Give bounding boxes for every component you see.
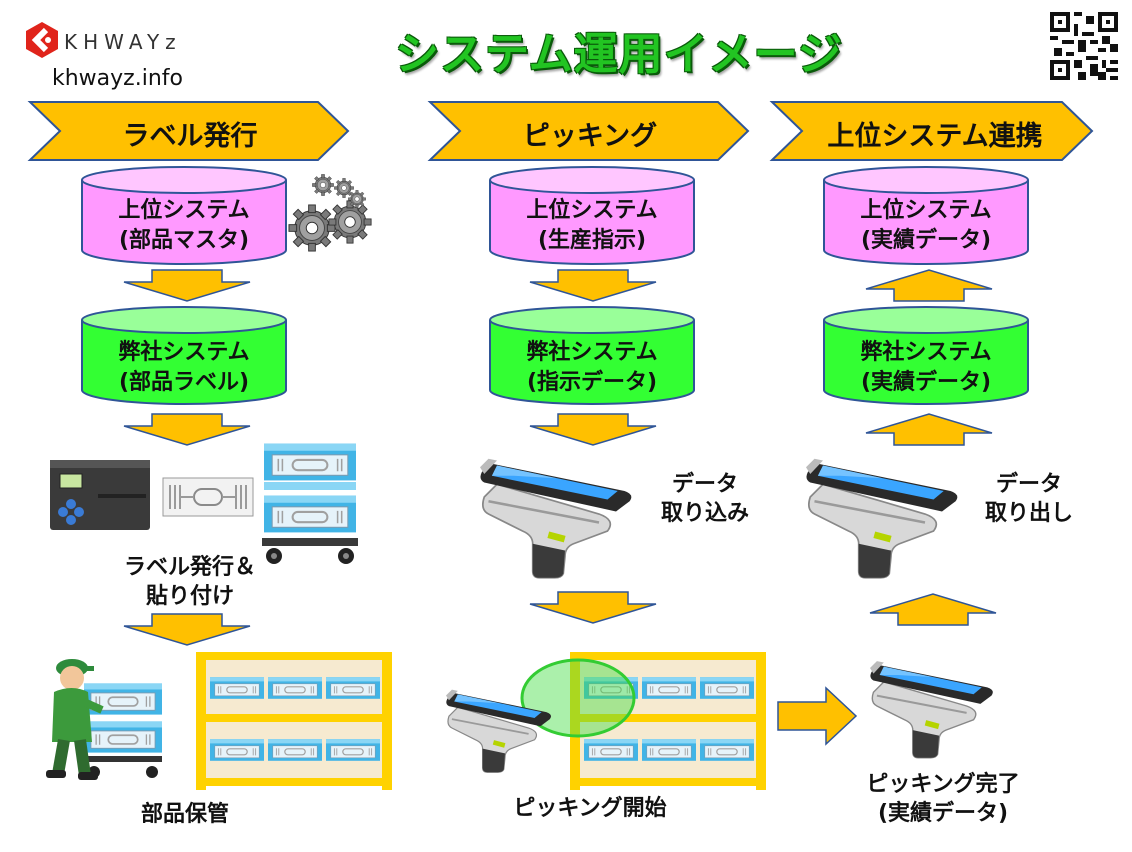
handheld-scanner-icon[interactable] bbox=[480, 444, 650, 590]
logo-icon bbox=[26, 22, 58, 58]
chevron-picking bbox=[427, 101, 750, 161]
storage-shelf-icon bbox=[570, 652, 766, 790]
label-printer-icon bbox=[50, 460, 150, 530]
caption-import: 取り込み bbox=[660, 501, 749, 526]
page-title: システム運用イメージ bbox=[395, 29, 843, 80]
db-title: 弊社システム bbox=[860, 340, 992, 365]
chevron-host-integration bbox=[769, 101, 1094, 161]
upper-system-db bbox=[489, 166, 695, 265]
qr-code-icon bbox=[1050, 12, 1118, 84]
right-arrow-icon bbox=[777, 686, 858, 746]
db-subtitle: (指示データ) bbox=[526, 370, 658, 395]
our-system-db bbox=[823, 306, 1029, 405]
handheld-scanner-icon[interactable] bbox=[806, 444, 976, 590]
caption-results-data: (実績データ) bbox=[877, 801, 1009, 826]
down-arrow-icon bbox=[529, 413, 657, 446]
caption-data: データ bbox=[995, 472, 1062, 497]
caption-picking-start: ピッキング開始 bbox=[513, 796, 667, 821]
down-arrow-icon bbox=[123, 269, 251, 302]
db-subtitle: (実績データ) bbox=[860, 228, 992, 253]
rfid-tag-icon bbox=[162, 477, 254, 517]
db-subtitle: (部品ラベル) bbox=[118, 370, 250, 395]
caption-picking-complete: ピッキング完了 bbox=[866, 772, 1020, 797]
db-title: 弊社システム bbox=[118, 340, 250, 365]
up-arrow-icon bbox=[869, 593, 997, 626]
worker-icon bbox=[46, 659, 162, 780]
caption-attach: 貼り付け bbox=[145, 584, 234, 609]
db-subtitle: (生産指示) bbox=[537, 228, 647, 253]
parts-cart-icon bbox=[262, 442, 358, 564]
down-arrow-icon bbox=[529, 269, 657, 302]
caption-export: 取り出し bbox=[984, 501, 1073, 526]
down-arrow-icon bbox=[529, 591, 657, 624]
down-arrow-icon bbox=[123, 613, 251, 646]
chevron-label: ピッキング bbox=[522, 121, 658, 152]
brand-name: KHWAYz bbox=[64, 30, 182, 54]
caption-storage: 部品保管 bbox=[140, 802, 229, 827]
our-system-db bbox=[81, 306, 287, 405]
up-arrow-icon bbox=[865, 413, 993, 446]
db-title: 上位システム bbox=[118, 198, 250, 223]
upper-system-db bbox=[823, 166, 1029, 265]
our-system-db bbox=[489, 306, 695, 405]
db-subtitle: (部品マスタ) bbox=[118, 228, 250, 253]
chevron-label: 上位システム連携 bbox=[827, 121, 1043, 152]
chevron-label-issue bbox=[27, 101, 350, 161]
caption-data: データ bbox=[671, 472, 738, 497]
db-title: 上位システム bbox=[526, 198, 658, 223]
caption-label-issue: ラベル発行＆ bbox=[123, 555, 256, 580]
chevron-label: ラベル発行 bbox=[122, 121, 258, 152]
upper-system-db bbox=[81, 166, 287, 265]
db-subtitle: (実績データ) bbox=[860, 370, 992, 395]
handheld-scanner-icon[interactable] bbox=[870, 650, 1008, 768]
db-title: 上位システム bbox=[860, 198, 992, 223]
handheld-scanner-icon[interactable] bbox=[446, 680, 564, 780]
storage-shelf-icon bbox=[196, 652, 392, 790]
down-arrow-icon bbox=[123, 413, 251, 446]
db-title: 弊社システム bbox=[526, 340, 658, 365]
website-link[interactable]: khwayz.info bbox=[52, 66, 183, 91]
gears-icon bbox=[288, 170, 378, 254]
logo bbox=[24, 22, 60, 62]
up-arrow-icon bbox=[865, 269, 993, 302]
